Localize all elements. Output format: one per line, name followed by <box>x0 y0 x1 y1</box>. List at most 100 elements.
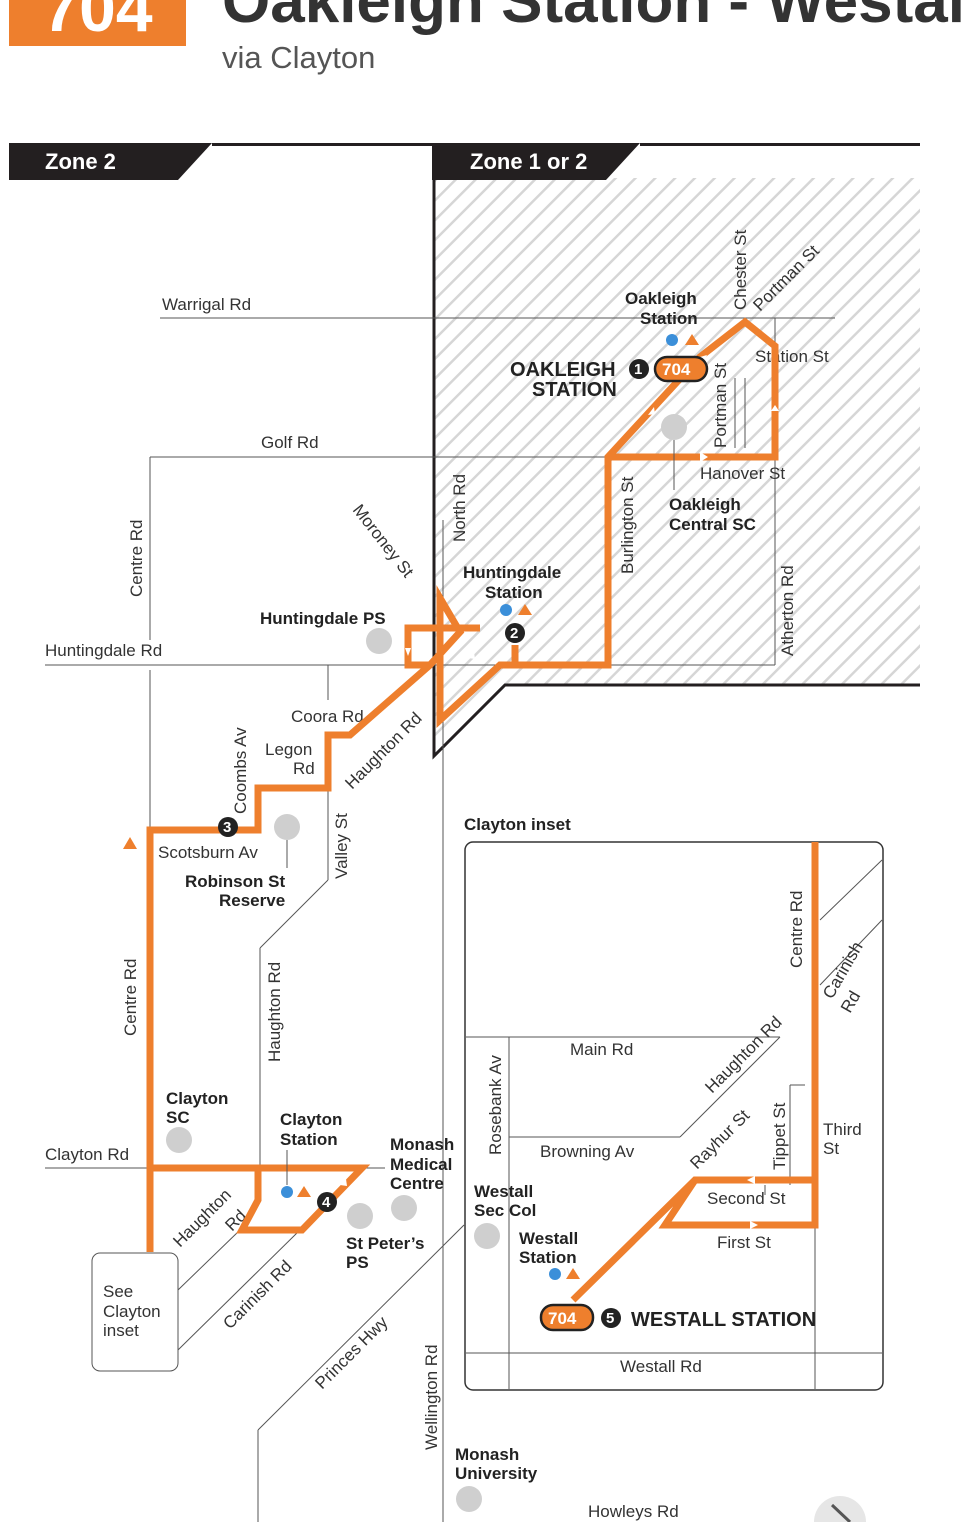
road-moroney: Moroney St <box>349 501 418 581</box>
road-burlington: Burlington St <box>618 476 637 574</box>
label-oakleigh-central-2: Central SC <box>669 515 756 534</box>
inset-road-third-1: Third <box>823 1120 862 1139</box>
road-wellington: Wellington Rd <box>422 1344 441 1450</box>
route-badge-oakleigh-text: 704 <box>662 360 691 379</box>
stop-2-marker[interactable] <box>505 623 525 643</box>
label-westall-station-2: Station <box>519 1248 577 1267</box>
road-station-st: Station St <box>755 347 829 366</box>
train-icon-clayton <box>281 1186 293 1198</box>
label-monash-uni-2: University <box>455 1464 538 1483</box>
train-icon-oakleigh <box>666 334 678 346</box>
road-centre-north: Centre Rd <box>127 520 146 597</box>
huntingdale-ps-marker <box>366 628 392 654</box>
stop-1-marker[interactable] <box>629 359 649 379</box>
inset-road-browning: Browning Av <box>540 1142 635 1161</box>
road-golf: Golf Rd <box>261 433 319 452</box>
label-st-peters-2: PS <box>346 1253 369 1272</box>
route-subtitle: via Clayton <box>222 40 376 75</box>
label-robinson-2: Reserve <box>219 891 285 910</box>
monash-medical-marker <box>391 1195 417 1221</box>
road-portman-side: Portman St <box>711 363 730 448</box>
zone-1-or-2-label: Zone 1 or 2 <box>470 149 587 174</box>
road-haughton-mid: Haughton Rd <box>265 962 284 1062</box>
stop-5-marker[interactable] <box>601 1308 621 1328</box>
road-legon-2: Rd <box>293 759 315 778</box>
label-huntingdale-station-2: Station <box>485 583 543 602</box>
route-number-badge: 704 <box>9 0 186 46</box>
road-coora: Coora Rd <box>291 707 364 726</box>
zone-1-or-2-area <box>434 178 920 756</box>
robinson-reserve-marker <box>274 814 300 840</box>
train-icon-westall <box>549 1268 561 1280</box>
label-monash-medical-2: Medical <box>390 1155 452 1174</box>
route-line-huntingdale-loop <box>404 624 480 669</box>
monash-uni-marker <box>456 1486 482 1512</box>
road-north: North Rd <box>450 474 469 542</box>
label-monash-medical-3: Centre <box>390 1174 444 1193</box>
bus-icon-westall <box>566 1268 580 1279</box>
stop-4-number: 4 <box>322 1194 331 1211</box>
zone-top-border <box>640 143 920 146</box>
inset-road-third-2: St <box>823 1139 839 1158</box>
route-badge-westall <box>539 1303 595 1332</box>
inset-roads <box>466 859 883 1389</box>
bus-icon-oakleigh <box>685 334 699 345</box>
label-huntingdale-ps: Huntingdale PS <box>260 609 386 628</box>
road-carinish-lower: Carinish Rd <box>219 1257 295 1333</box>
road-princes: Princes Hwy <box>311 1312 392 1393</box>
route-badge-westall-text: 704 <box>548 1309 577 1328</box>
oakleigh-central-marker <box>661 414 687 440</box>
label-huntingdale-station-1: Huntingdale <box>463 563 561 582</box>
see-inset-3: inset <box>103 1321 139 1340</box>
westall-sec-marker <box>474 1223 500 1249</box>
road-howleys: Howleys Rd <box>588 1502 679 1521</box>
inset-title: Clayton inset <box>464 815 571 834</box>
label-oakleigh-station-2: Station <box>640 309 698 328</box>
label-st-peters-1: St Peter’s <box>346 1234 424 1253</box>
corner-control-icon <box>830 1503 852 1522</box>
bus-icon-clayton <box>297 1186 311 1197</box>
label-robinson-1: Robinson St <box>185 872 285 891</box>
stop-1-name-2: STATION <box>532 379 617 401</box>
road-warrigal: Warrigal Rd <box>162 295 251 314</box>
label-oakleigh-station-1: Oakleigh <box>625 289 697 308</box>
bus-icon-huntingdale <box>518 604 532 615</box>
clayton-sc-marker <box>166 1127 192 1153</box>
label-oakleigh-central-1: Oakleigh <box>669 495 741 514</box>
inset-direction-arrows <box>747 1176 758 1229</box>
road-legon-1: Legon <box>265 740 312 759</box>
zone-1-or-2-bar <box>432 143 640 180</box>
zone-2-label: Zone 2 <box>45 149 116 174</box>
label-clayton-station-1: Clayton <box>280 1110 342 1129</box>
route-line-main <box>146 317 779 1252</box>
label-westall-sec-2: Sec Col <box>474 1201 536 1220</box>
inset-road-main: Main Rd <box>570 1040 633 1059</box>
road-hanover: Hanover St <box>700 464 785 483</box>
label-westall-sec-1: Westall <box>474 1182 533 1201</box>
road-coombs: Coombs Av <box>231 727 250 814</box>
route-badge-oakleigh <box>653 355 709 383</box>
stop-3-marker[interactable] <box>218 817 238 837</box>
stop-2-number: 2 <box>510 625 518 642</box>
route-title: Oakleigh Station - Westall Station <box>222 0 963 36</box>
zone-boundary <box>432 178 920 760</box>
stop-1-number: 1 <box>634 361 642 378</box>
train-icon-huntingdale <box>500 604 512 616</box>
stop-4-marker[interactable] <box>317 1192 337 1212</box>
st-peters-marker <box>347 1203 373 1229</box>
zone-divider-bar <box>212 143 432 146</box>
see-inset-box[interactable] <box>91 1252 179 1372</box>
inset-road-second: Second St <box>707 1189 786 1208</box>
label-clayton-sc-1: Clayton <box>166 1089 228 1108</box>
inset-road-centre: Centre Rd <box>787 891 806 968</box>
inset-road-tippet: Tippet St <box>770 1102 789 1170</box>
road-scotsburn: Scotsburn Av <box>158 843 258 862</box>
stop-5-number: 5 <box>606 1310 614 1327</box>
road-valley: Valley St <box>332 813 351 879</box>
stop-1-name-1: OAKLEIGH <box>510 359 616 381</box>
inset-road-first: First St <box>717 1233 771 1252</box>
route-line-clayton-loop <box>150 1164 371 1234</box>
map-corner-control[interactable] <box>814 1496 866 1522</box>
label-clayton-station-2: Station <box>280 1130 338 1149</box>
